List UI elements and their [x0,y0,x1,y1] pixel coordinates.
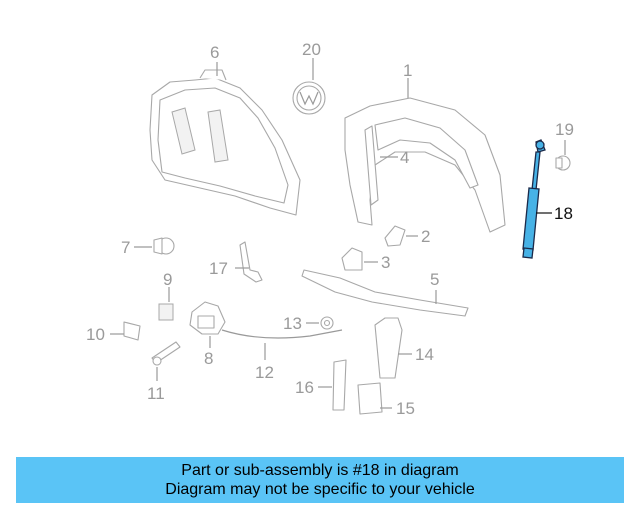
part-10-bracket [123,321,141,341]
part-11-fastener [151,341,181,366]
callout-19: 19 [555,120,574,139]
part-12-release-cable [221,329,343,339]
callout-2: 2 [421,227,430,246]
callout-14: 14 [415,345,434,364]
part-20-emblem [292,81,326,115]
part-3-stop [341,247,363,271]
part-19-clip [555,155,571,171]
callout-7: 7 [121,238,130,257]
part-6-hood-inner-panel [149,69,301,216]
info-banner: Part or sub-assembly is #18 in diagram D… [16,457,624,503]
callout-17: 17 [209,259,228,278]
banner-line-part-number: Part or sub-assembly is #18 in diagram [181,462,459,479]
banner-line-disclaimer: Diagram may not be specific to your vehi… [165,481,475,498]
part-7-buffer [153,237,175,255]
callout-8: 8 [204,349,213,368]
callout-20: 20 [302,40,321,59]
callout-15: 15 [396,399,415,418]
callout-3: 3 [381,253,390,272]
part-1-hood-outer [344,97,506,233]
part-9-pad [158,303,174,321]
part-14-bracket [374,317,403,379]
part-8-latch [189,301,226,335]
part-13-clip [320,316,334,330]
callout-5: 5 [430,270,439,289]
callout-1: 1 [403,61,412,80]
part-16-plate [332,359,347,411]
part-18-hood-support-strut [522,139,546,259]
part-2-bracket [384,225,406,247]
parts-diagram: 6 20 1 19 4 18 2 7 3 17 5 9 13 10 8 14 1… [86,40,574,418]
part-5-seal [301,269,469,317]
part-15-lock [357,382,383,415]
callout-16: 16 [295,378,314,397]
callout-12: 12 [255,363,274,382]
callout-11: 11 [147,384,165,403]
callout-18: 18 [554,204,573,223]
callout-6: 6 [210,43,219,62]
callout-9: 9 [163,270,172,289]
callout-4: 4 [400,148,409,167]
callout-10: 10 [86,325,105,344]
callout-13: 13 [283,314,302,333]
part-17-prop-rod [239,241,263,283]
